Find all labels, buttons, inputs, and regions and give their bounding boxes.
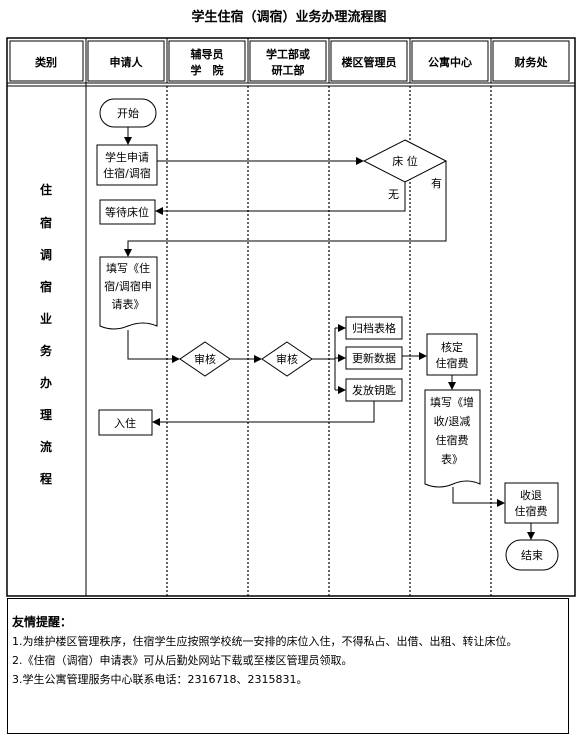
category-char: 办 — [40, 375, 52, 390]
header-applicant: 申请人 — [110, 55, 144, 69]
node-apply — [96, 144, 158, 186]
node-verify-fee — [426, 333, 478, 376]
node-collect-fee-label: 收退 — [520, 488, 542, 502]
node-update-data-label: 更新数据 — [352, 351, 396, 365]
category-char: 流 — [40, 439, 52, 454]
node-fill-form-label: 宿/调宿申 — [104, 279, 152, 293]
node-apply-label: 住宿/调宿 — [103, 166, 151, 180]
category-char: 务 — [40, 343, 53, 358]
node-start-label: 开始 — [117, 106, 139, 120]
node-fill-fee — [424, 389, 481, 488]
node-verify-fee-label: 住宿费 — [436, 356, 469, 370]
edge-label-no-bed: 无 — [388, 188, 399, 201]
category-char: 程 — [40, 471, 52, 486]
node-review-counselor-label: 审核 — [194, 352, 216, 366]
node-wait-bed — [99, 199, 156, 225]
node-fill-fee-label: 收/退减 — [434, 414, 471, 428]
node-wait-bed-label: 等待床位 — [105, 205, 149, 219]
node-review-counselor — [179, 341, 231, 377]
edge-fill-fee-collect — [452, 487, 505, 507]
header-category: 类别 — [35, 55, 57, 69]
category-char: 住 — [40, 182, 52, 197]
tips-box: 友情提醒： 1.为维护楼区管理秩序，住宿学生应按照学校统一安排的床位入住，不得私… — [7, 598, 569, 734]
node-collect-fee-label: 住宿费 — [515, 504, 548, 518]
node-update-data — [345, 346, 403, 370]
flowchart: 类别 申请人 辅导员 学 院 学工部或 研工部 楼区管理员 公寓中心 财务处 住… — [6, 37, 576, 597]
node-review-affairs — [261, 341, 313, 377]
node-bed-decision-label: 床 位 — [392, 154, 418, 168]
tips-line-2: 2.《住宿（调宿）申请表》可从后勤处网站下载或至楼区管理员领取。 — [12, 654, 353, 667]
node-issue-key-label: 发放钥匙 — [352, 383, 396, 397]
node-apply-label: 学生申请 — [105, 150, 149, 164]
tips-line-1: 1.为维护楼区管理秩序，住宿学生应按照学校统一安排的床位入住，不得私占、出借、出… — [12, 635, 518, 648]
edge-key-check-in — [152, 401, 375, 426]
node-fill-form-label: 请表》 — [112, 297, 145, 311]
node-collect-fee — [504, 482, 559, 524]
category-char: 宿 — [40, 215, 52, 230]
header-apartment-center: 公寓中心 — [428, 55, 472, 69]
header-counselor-line2: 学 院 — [191, 63, 224, 77]
tips-line-3: 3.学生公寓管理服务中心联系电话：2316718、2315831。 — [12, 673, 308, 686]
tips-heading: 友情提醒： — [12, 615, 73, 629]
node-fill-form-label: 填写《住 — [106, 261, 150, 275]
category-char: 业 — [40, 311, 52, 326]
lane-separators-solid-top — [166, 38, 492, 83]
node-fill-form — [99, 256, 158, 330]
edge-no-bed-wait — [155, 182, 406, 215]
node-end-label: 结束 — [521, 549, 543, 562]
page-title: 学生住宿（调宿）业务办理流程图 — [191, 10, 387, 25]
header-student-affairs-line1: 学工部或 — [266, 47, 310, 61]
node-fill-fee-label: 表》 — [441, 452, 463, 466]
header-building-manager: 楼区管理员 — [342, 55, 397, 69]
category-char: 宿 — [40, 279, 52, 294]
node-check-in-label: 入住 — [114, 416, 136, 430]
category-char: 理 — [40, 408, 52, 422]
node-fill-fee-label: 住宿费 — [436, 433, 469, 447]
edge-label-has-bed: 有 — [431, 176, 442, 190]
node-archive-label: 归档表格 — [352, 321, 396, 335]
header-counselor-line1: 辅导员 — [191, 47, 224, 61]
node-end — [505, 539, 559, 571]
node-review-affairs-label: 审核 — [276, 352, 298, 366]
category-char: 调 — [40, 248, 52, 262]
node-check-in — [98, 409, 153, 436]
node-archive — [345, 316, 403, 340]
edge-fill-form-review — [127, 330, 180, 363]
diagram-frame — [6, 37, 576, 597]
node-verify-fee-label: 核定 — [441, 340, 463, 354]
node-fill-fee-label: 填写《增 — [430, 395, 474, 409]
header-cells — [9, 40, 570, 82]
edge-has-bed-fill-form — [124, 161, 447, 257]
header-finance: 财务处 — [514, 55, 549, 69]
header-student-affairs-line2: 研工部 — [272, 63, 305, 77]
